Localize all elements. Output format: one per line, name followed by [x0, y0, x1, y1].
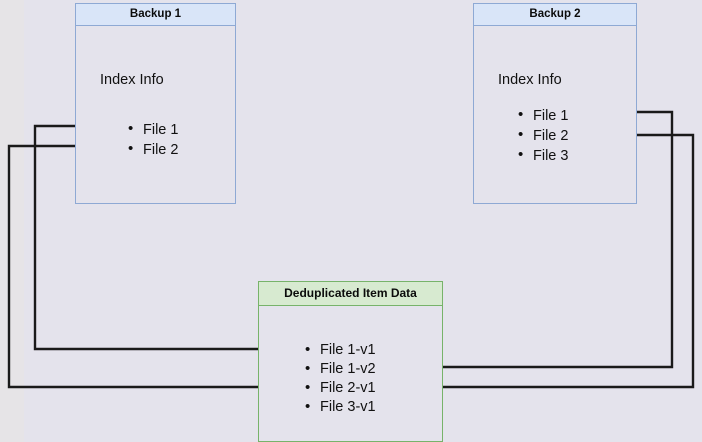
- backup-1-title: Backup 1: [76, 4, 235, 26]
- backup-2-body: Index Info File 1 File 2 File 3: [474, 26, 636, 203]
- deduplicated-item-data-title: Deduplicated Item Data: [259, 282, 442, 306]
- backup-1-file-list: File 1 File 2: [126, 119, 178, 160]
- backup-2-box[interactable]: Backup 2 Index Info File 1 File 2 File 3: [473, 3, 637, 204]
- deduplicated-file-list: File 1-v1 File 1-v2 File 2-v1 File 3-v1: [303, 340, 376, 417]
- list-item[interactable]: File 1: [516, 105, 568, 126]
- backup-1-body: Index Info File 1 File 2: [76, 26, 235, 203]
- list-item[interactable]: File 1: [126, 119, 178, 140]
- list-item[interactable]: File 2: [516, 125, 568, 146]
- backup-2-file-list: File 1 File 2 File 3: [516, 105, 568, 166]
- left-gutter: [0, 0, 24, 442]
- list-item[interactable]: File 1-v2: [303, 359, 376, 379]
- list-item[interactable]: File 2: [126, 139, 178, 160]
- deduplicated-item-data-body: File 1-v1 File 1-v2 File 2-v1 File 3-v1: [259, 306, 442, 441]
- backup-2-title: Backup 2: [474, 4, 636, 26]
- list-item[interactable]: File 3-v1: [303, 397, 376, 417]
- backup-2-index-info-label: Index Info: [498, 72, 562, 88]
- backup-1-box[interactable]: Backup 1 Index Info File 1 File 2: [75, 3, 236, 204]
- deduplicated-item-data-box[interactable]: Deduplicated Item Data File 1-v1 File 1-…: [258, 281, 443, 442]
- list-item[interactable]: File 1-v1: [303, 340, 376, 360]
- list-item[interactable]: File 3: [516, 145, 568, 166]
- backup-1-index-info-label: Index Info: [100, 72, 164, 88]
- list-item[interactable]: File 2-v1: [303, 378, 376, 398]
